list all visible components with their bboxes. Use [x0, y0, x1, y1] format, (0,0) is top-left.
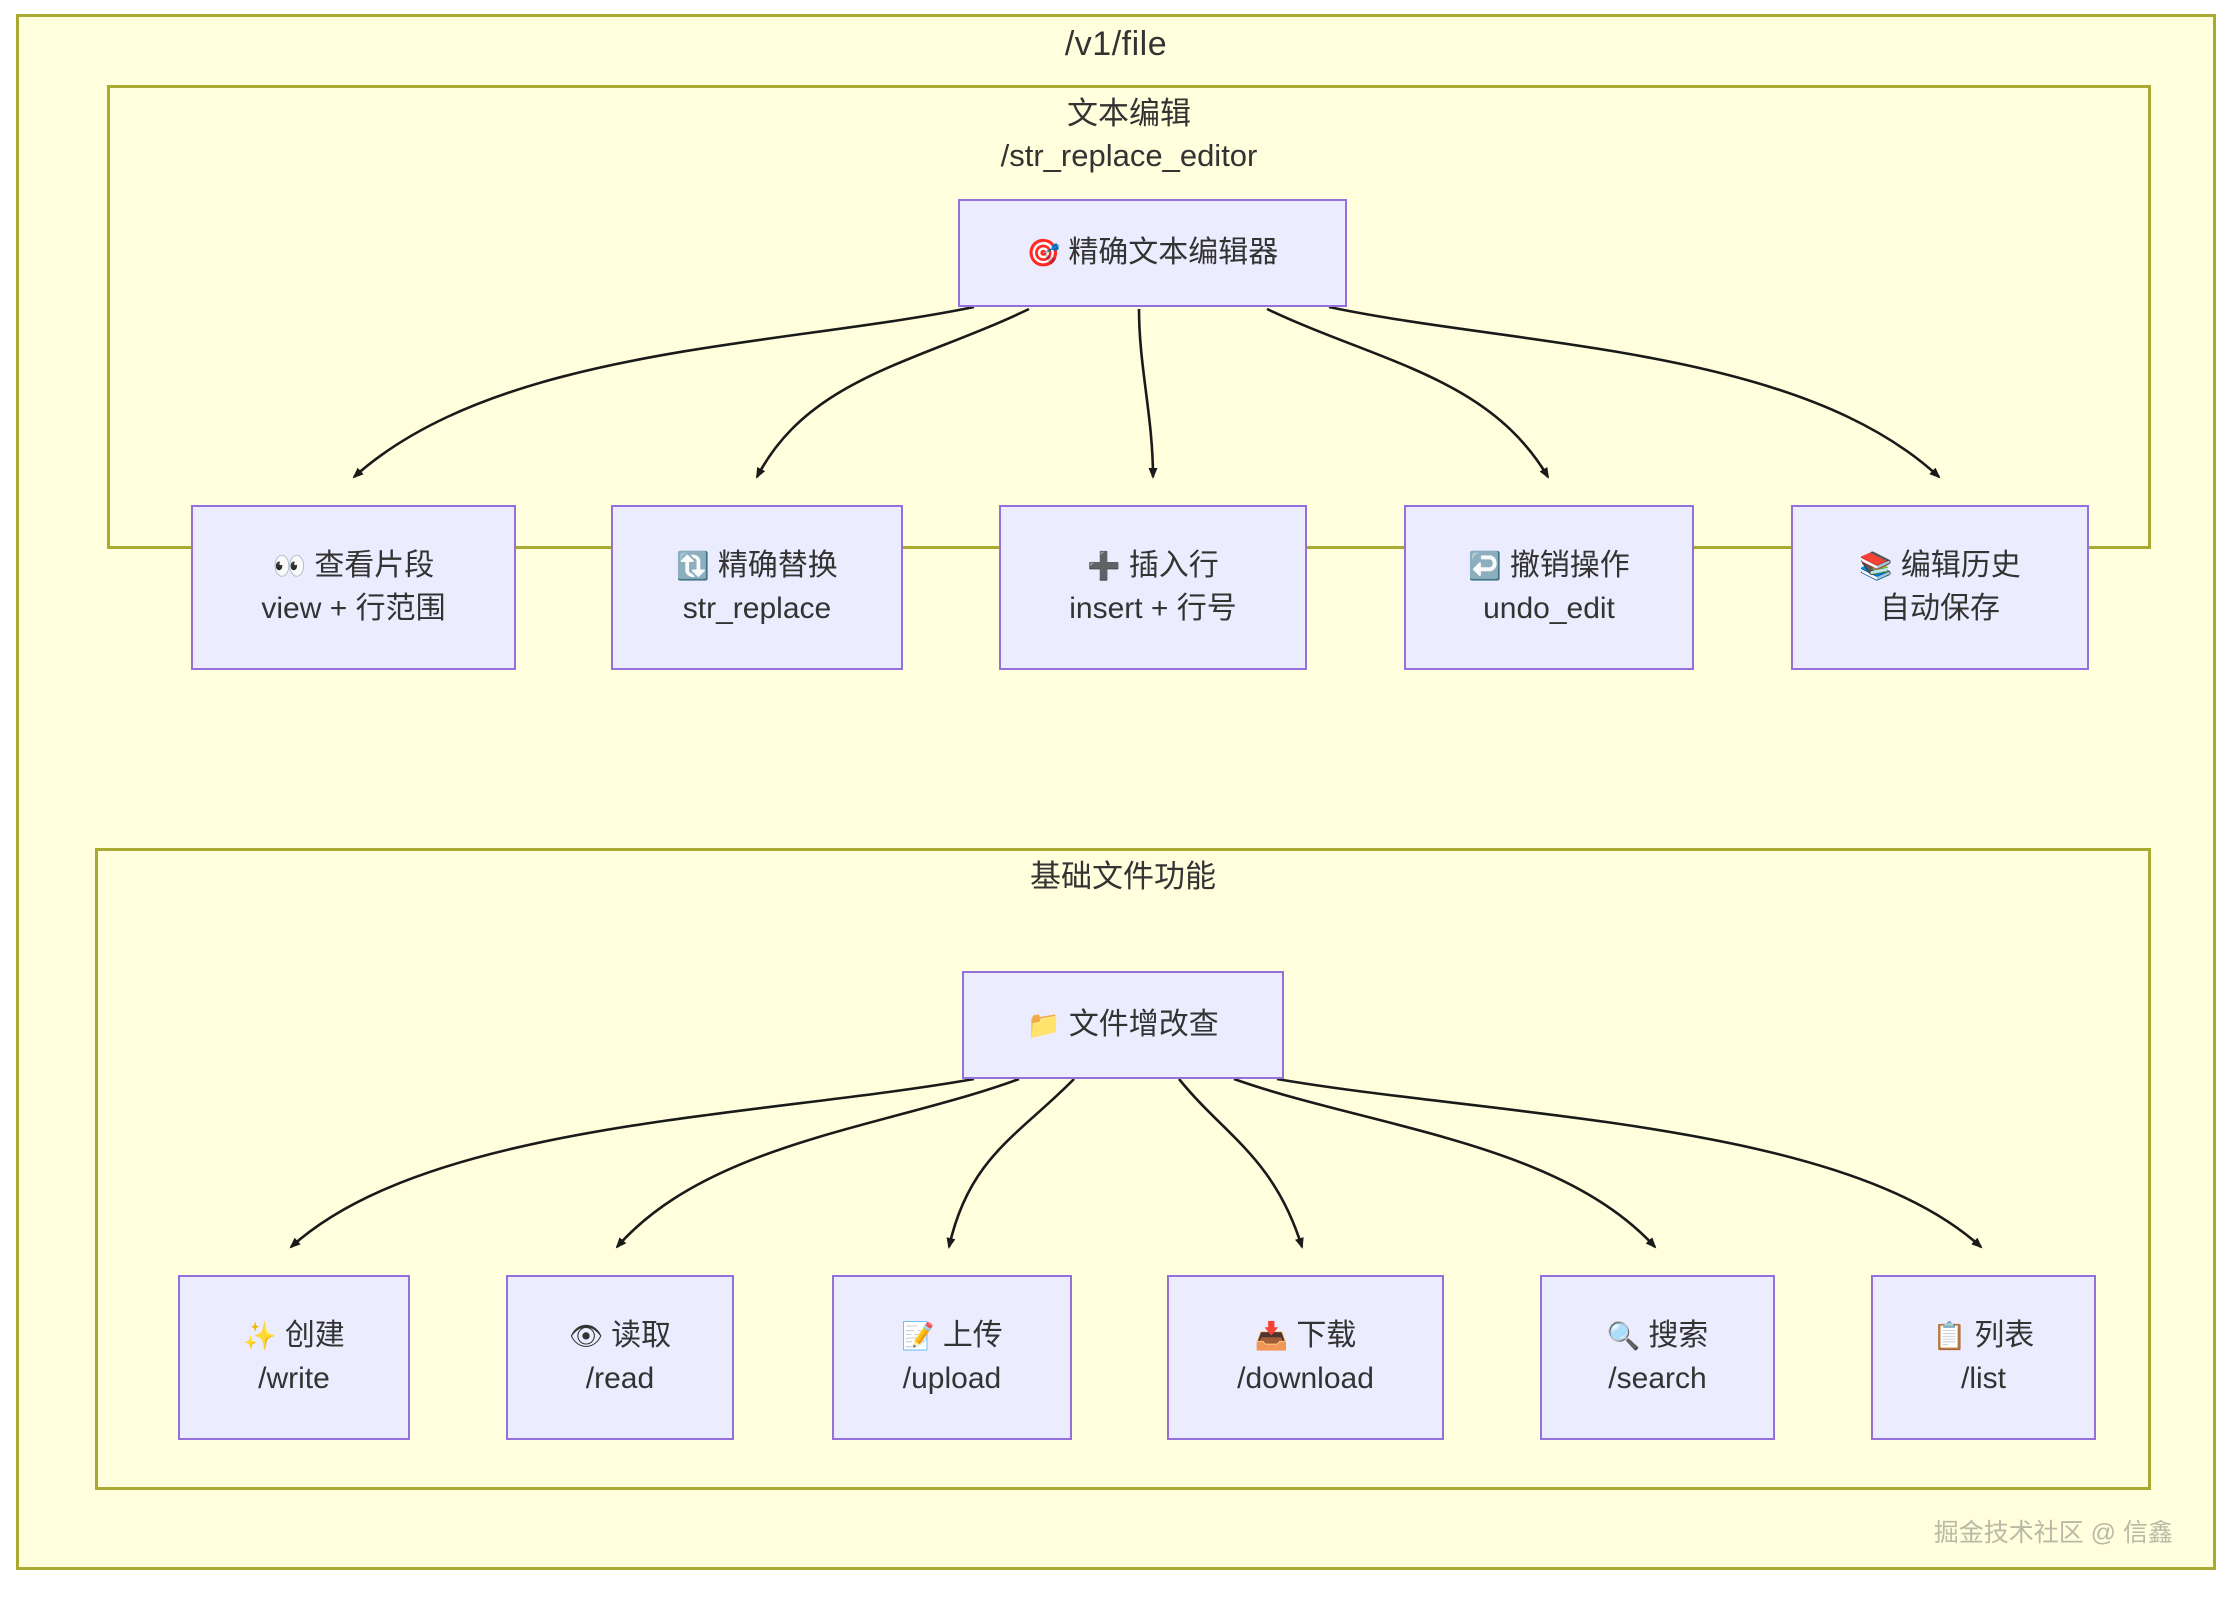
repeat-icon: 🔃: [676, 550, 710, 582]
node-replace-sublabel: str_replace: [682, 591, 832, 625]
node-insert-sublabel: insert + 行号: [1069, 591, 1237, 625]
plus-icon: ➕: [1087, 550, 1121, 582]
node-history[interactable]: 📚编辑历史 自动保存: [1791, 505, 2089, 670]
node-replace-label: 精确替换: [717, 548, 838, 582]
node-view-sublabel: view + 行范围: [261, 591, 446, 625]
node-write[interactable]: ✨创建 /write: [178, 1275, 410, 1440]
sparkles-icon: ✨: [243, 1320, 277, 1352]
watermark: 掘金技术社区 @ 信鑫: [1933, 1519, 2173, 1547]
node-write-sublabel: /write: [258, 1361, 330, 1395]
node-undo[interactable]: ↩️撤销操作 undo_edit: [1404, 505, 1694, 670]
node-list[interactable]: 📋列表 /list: [1871, 1275, 2096, 1440]
cluster-text-edit-title-line1: 文本编辑: [1067, 96, 1191, 131]
magnifier-icon: 🔍: [1606, 1320, 1641, 1352]
target-icon: 🎯: [1026, 237, 1061, 269]
flowchart-canvas: /v1/file 文本编辑 /str_replace_editor 基础文件功能: [16, 14, 2216, 1570]
node-history-sublabel: 自动保存: [1880, 591, 2000, 625]
clipboard-icon: 📋: [1932, 1320, 1967, 1352]
node-download-label: 下载: [1296, 1318, 1357, 1352]
cluster-text-edit: 文本编辑 /str_replace_editor: [107, 85, 2151, 549]
node-search-sublabel: /search: [1608, 1361, 1707, 1395]
cluster-text-edit-title-line2: /str_replace_editor: [1000, 137, 1258, 173]
node-root-editor[interactable]: 🎯精确文本编辑器: [958, 199, 1347, 307]
node-upload-label: 上传: [942, 1318, 1003, 1352]
node-history-label: 编辑历史: [1900, 548, 2021, 582]
node-list-sublabel: /list: [1961, 1361, 2006, 1395]
cluster-file-basic-title-line1: 基础文件功能: [1030, 859, 1216, 894]
node-insert[interactable]: ➕插入行 insert + 行号: [999, 505, 1307, 670]
node-root-editor-label: 精确文本编辑器: [1068, 235, 1279, 269]
node-undo-sublabel: undo_edit: [1483, 591, 1615, 625]
inbox-tray-icon: 📥: [1254, 1320, 1289, 1352]
eyes-icon: 👀: [272, 550, 307, 582]
node-upload[interactable]: 📝上传 /upload: [832, 1275, 1072, 1440]
books-icon: 📚: [1859, 550, 1893, 582]
node-undo-label: 撤销操作: [1509, 548, 1630, 582]
cluster-file-basic-title: 基础文件功能: [98, 859, 2148, 896]
cluster-text-edit-title: 文本编辑 /str_replace_editor: [110, 96, 2148, 174]
folder-icon: 📁: [1027, 1009, 1061, 1041]
node-root-file[interactable]: 📁文件增改查: [962, 971, 1284, 1079]
memo-icon: 📝: [901, 1320, 935, 1352]
node-insert-label: 插入行: [1128, 548, 1219, 582]
undo-arrow-icon: ↩️: [1468, 550, 1502, 582]
node-search-label: 搜索: [1648, 1318, 1709, 1352]
node-root-file-label: 文件增改查: [1068, 1007, 1219, 1041]
node-list-label: 列表: [1974, 1318, 2035, 1352]
node-upload-sublabel: /upload: [902, 1361, 1002, 1395]
diagram-title: /v1/file: [1064, 25, 1168, 63]
node-view-label: 查看片段: [314, 548, 435, 582]
node-read-sublabel: /read: [585, 1361, 655, 1395]
node-view[interactable]: 👀查看片段 view + 行范围: [191, 505, 516, 670]
node-read-label: 读取: [611, 1318, 672, 1352]
node-write-label: 创建: [284, 1318, 345, 1352]
node-read[interactable]: 👁读取 /read: [506, 1275, 734, 1440]
eye-icon: 👁: [568, 1320, 604, 1352]
node-search[interactable]: 🔍搜索 /search: [1540, 1275, 1775, 1440]
node-download-sublabel: /download: [1237, 1361, 1374, 1395]
node-download[interactable]: 📥下载 /download: [1167, 1275, 1444, 1440]
node-replace[interactable]: 🔃精确替换 str_replace: [611, 505, 903, 670]
